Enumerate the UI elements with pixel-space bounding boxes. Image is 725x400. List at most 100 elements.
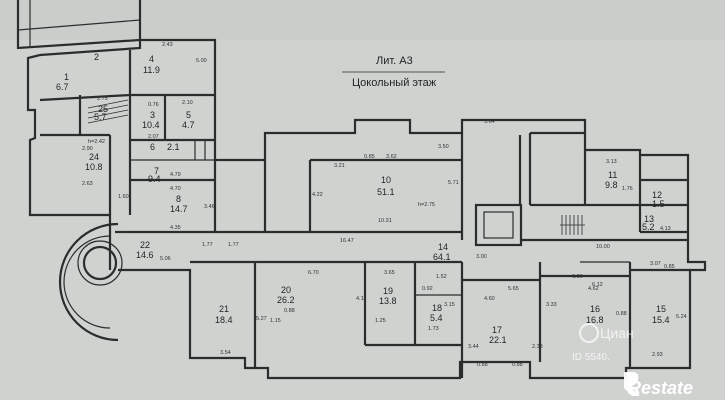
svg-text:14: 14 xyxy=(438,242,448,252)
staircase-right xyxy=(560,215,585,235)
svg-text:4.79: 4.79 xyxy=(170,172,181,178)
svg-text:6.12: 6.12 xyxy=(592,282,603,288)
svg-text:4.35: 4.35 xyxy=(170,225,181,231)
room-8: 814.7 xyxy=(170,194,188,214)
svg-text:2.33: 2.33 xyxy=(532,344,543,350)
svg-text:5.27: 5.27 xyxy=(256,316,267,322)
room-7: 79.4 xyxy=(148,166,161,184)
svg-text:2: 2 xyxy=(94,52,99,62)
svg-text:15: 15 xyxy=(656,304,666,314)
svg-text:5.71: 5.71 xyxy=(448,180,459,186)
room-25: 255.7 xyxy=(94,104,108,122)
room-13: 135.2 xyxy=(642,214,655,232)
svg-text:9.4: 9.4 xyxy=(148,174,161,184)
svg-text:20: 20 xyxy=(281,285,291,295)
svg-text:10.4: 10.4 xyxy=(142,120,160,130)
svg-text:15.4: 15.4 xyxy=(652,315,670,325)
svg-text:6: 6 xyxy=(150,142,155,152)
svg-text:1.25: 1.25 xyxy=(375,318,386,324)
svg-text:3.44: 3.44 xyxy=(468,344,479,350)
svg-text:13: 13 xyxy=(644,214,654,224)
room-4: 411.9 xyxy=(143,54,160,75)
svg-text:19: 19 xyxy=(383,286,393,296)
svg-text:64.1: 64.1 xyxy=(433,252,451,262)
svg-text:3.33: 3.33 xyxy=(546,302,557,308)
svg-text:3.54: 3.54 xyxy=(220,350,231,356)
svg-text:2.75: 2.75 xyxy=(97,96,108,102)
svg-text:1.15: 1.15 xyxy=(270,318,281,324)
svg-text:3.15: 3.15 xyxy=(444,302,455,308)
staircase-left xyxy=(87,99,129,124)
svg-text:3.62: 3.62 xyxy=(386,154,397,160)
svg-text:10.8: 10.8 xyxy=(85,162,103,172)
svg-text:4.7: 4.7 xyxy=(182,120,195,130)
room-18: 185.4 xyxy=(430,303,443,323)
svg-text:7: 7 xyxy=(154,166,159,176)
svg-text:16: 16 xyxy=(590,304,600,314)
svg-text:0.88: 0.88 xyxy=(477,362,488,368)
svg-text:2.63: 2.63 xyxy=(82,181,93,187)
svg-text:24: 24 xyxy=(89,152,99,162)
svg-text:1.73: 1.73 xyxy=(428,326,439,332)
room-5: 54.7 xyxy=(182,110,195,130)
svg-text:22.1: 22.1 xyxy=(489,335,507,345)
room-12: 121.5 xyxy=(652,190,665,209)
svg-text:13.8: 13.8 xyxy=(379,296,397,306)
svg-text:3.07: 3.07 xyxy=(650,261,661,267)
svg-text:5.64: 5.64 xyxy=(484,119,495,125)
svg-text:10.00: 10.00 xyxy=(596,244,610,250)
room-10: 10 51.1 xyxy=(377,175,395,197)
svg-text:3.21: 3.21 xyxy=(334,163,345,169)
svg-text:5.65: 5.65 xyxy=(508,286,519,292)
svg-text:5: 5 xyxy=(186,110,191,120)
svg-text:2.90: 2.90 xyxy=(82,146,93,152)
plan-title-floor: Цокольный этаж xyxy=(352,77,437,89)
svg-text:2.07: 2.07 xyxy=(148,134,159,140)
svg-text:2.10: 2.10 xyxy=(182,100,193,106)
svg-text:18.4: 18.4 xyxy=(215,315,233,325)
svg-text:6.7: 6.7 xyxy=(56,82,69,92)
svg-text:5.4: 5.4 xyxy=(430,313,443,323)
svg-text:17: 17 xyxy=(492,325,502,335)
svg-text:14.6: 14.6 xyxy=(136,250,154,260)
svg-text:1.76: 1.76 xyxy=(622,186,633,192)
svg-text:h=2.42: h=2.42 xyxy=(88,139,105,145)
svg-text:21: 21 xyxy=(219,304,229,314)
svg-text:11: 11 xyxy=(608,170,617,180)
svg-text:16.47: 16.47 xyxy=(340,238,354,244)
svg-text:51.1: 51.1 xyxy=(377,187,395,197)
svg-text:22: 22 xyxy=(140,240,150,250)
svg-text:5.7: 5.7 xyxy=(94,112,107,122)
svg-text:4.11: 4.11 xyxy=(356,296,366,302)
room-1: 16.7 xyxy=(56,72,69,92)
svg-text:1.52: 1.52 xyxy=(436,274,447,280)
svg-text:1.5: 1.5 xyxy=(652,199,665,209)
svg-text:10: 10 xyxy=(381,175,391,185)
svg-text:0.85: 0.85 xyxy=(664,264,675,270)
svg-text:0.76: 0.76 xyxy=(148,102,159,108)
svg-text:2.93: 2.93 xyxy=(652,352,663,358)
plan-title-lit: Лит. А3 xyxy=(376,55,413,67)
adjacent-building xyxy=(16,0,142,50)
svg-text:4.62: 4.62 xyxy=(588,286,599,292)
svg-text:3.65: 3.65 xyxy=(384,270,395,276)
svg-text:2.1: 2.1 xyxy=(167,142,180,152)
svg-text:3.50: 3.50 xyxy=(438,144,449,150)
svg-text:4.70: 4.70 xyxy=(170,186,181,192)
svg-text:5.00: 5.00 xyxy=(196,58,207,64)
svg-text:Циан: Циан xyxy=(600,325,634,341)
inner-walls xyxy=(39,50,690,378)
svg-text:ID 5540.: ID 5540. xyxy=(572,352,610,363)
svg-text:4.13: 4.13 xyxy=(660,226,671,232)
svg-text:12: 12 xyxy=(652,190,662,200)
svg-text:14.7: 14.7 xyxy=(170,204,188,214)
svg-text:2.43: 2.43 xyxy=(162,42,173,48)
